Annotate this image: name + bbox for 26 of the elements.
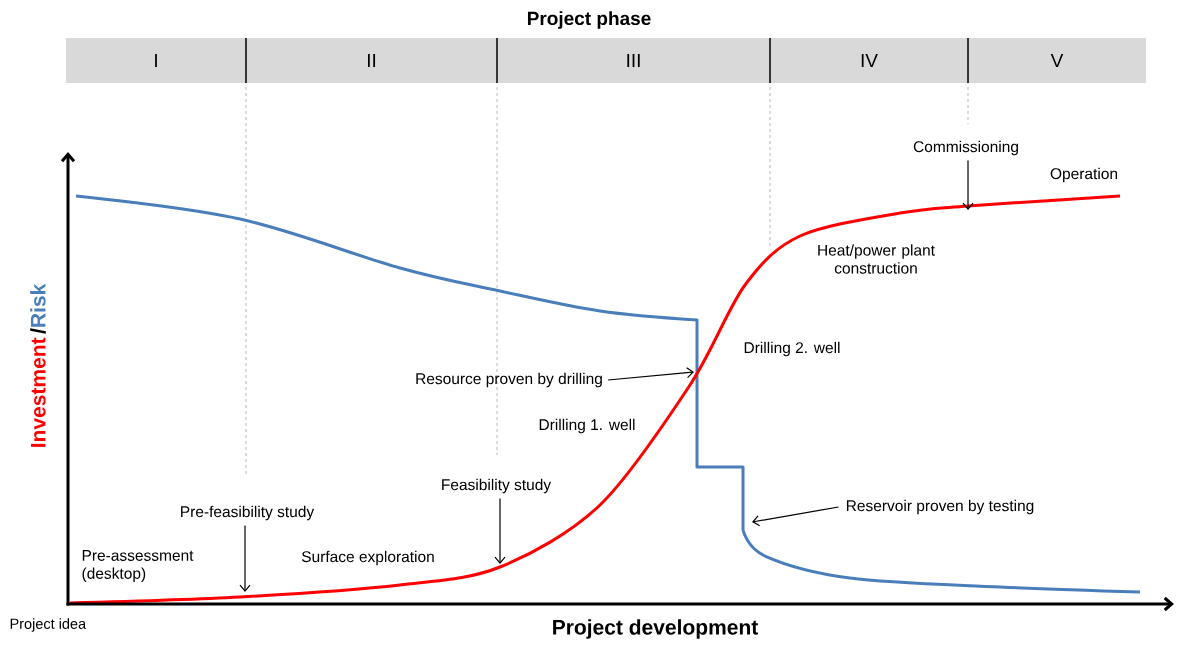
- stage-label: Pre-assessment (desktop): [82, 550, 194, 582]
- stage-label: Drilling 2. well: [744, 341, 840, 357]
- node-label: IV: [861, 53, 878, 68]
- phase-cell: III: [497, 38, 770, 83]
- leader-arrow: [962, 159, 974, 210]
- stage-label: Heat/power plant construction: [818, 244, 935, 274]
- axis-label: Project idea: [10, 618, 87, 632]
- node-label: I: [155, 53, 157, 68]
- axis-title: Project development: [553, 619, 758, 639]
- phase-cell: IV: [770, 38, 968, 83]
- heading: Project phase: [527, 11, 651, 29]
- leader-arrow: [752, 506, 840, 527]
- axis-title: Investment /Risk: [30, 283, 46, 447]
- annotation-text: Commissioning: [913, 140, 1018, 156]
- node-label: III: [627, 53, 640, 68]
- phase-cell: I: [66, 38, 246, 83]
- stage-label: Drilling 1. well: [539, 418, 635, 434]
- node-label: II: [367, 53, 376, 68]
- leader-arrow: [607, 367, 694, 381]
- leader-arrow: [494, 497, 506, 564]
- stage-label: Surface exploration: [301, 550, 434, 566]
- phase-cell: V: [968, 38, 1146, 83]
- leader-arrow: [239, 524, 251, 592]
- node-label: V: [1050, 53, 1064, 68]
- phase-cell: II: [246, 38, 497, 83]
- stage-label: Operation: [1050, 167, 1117, 183]
